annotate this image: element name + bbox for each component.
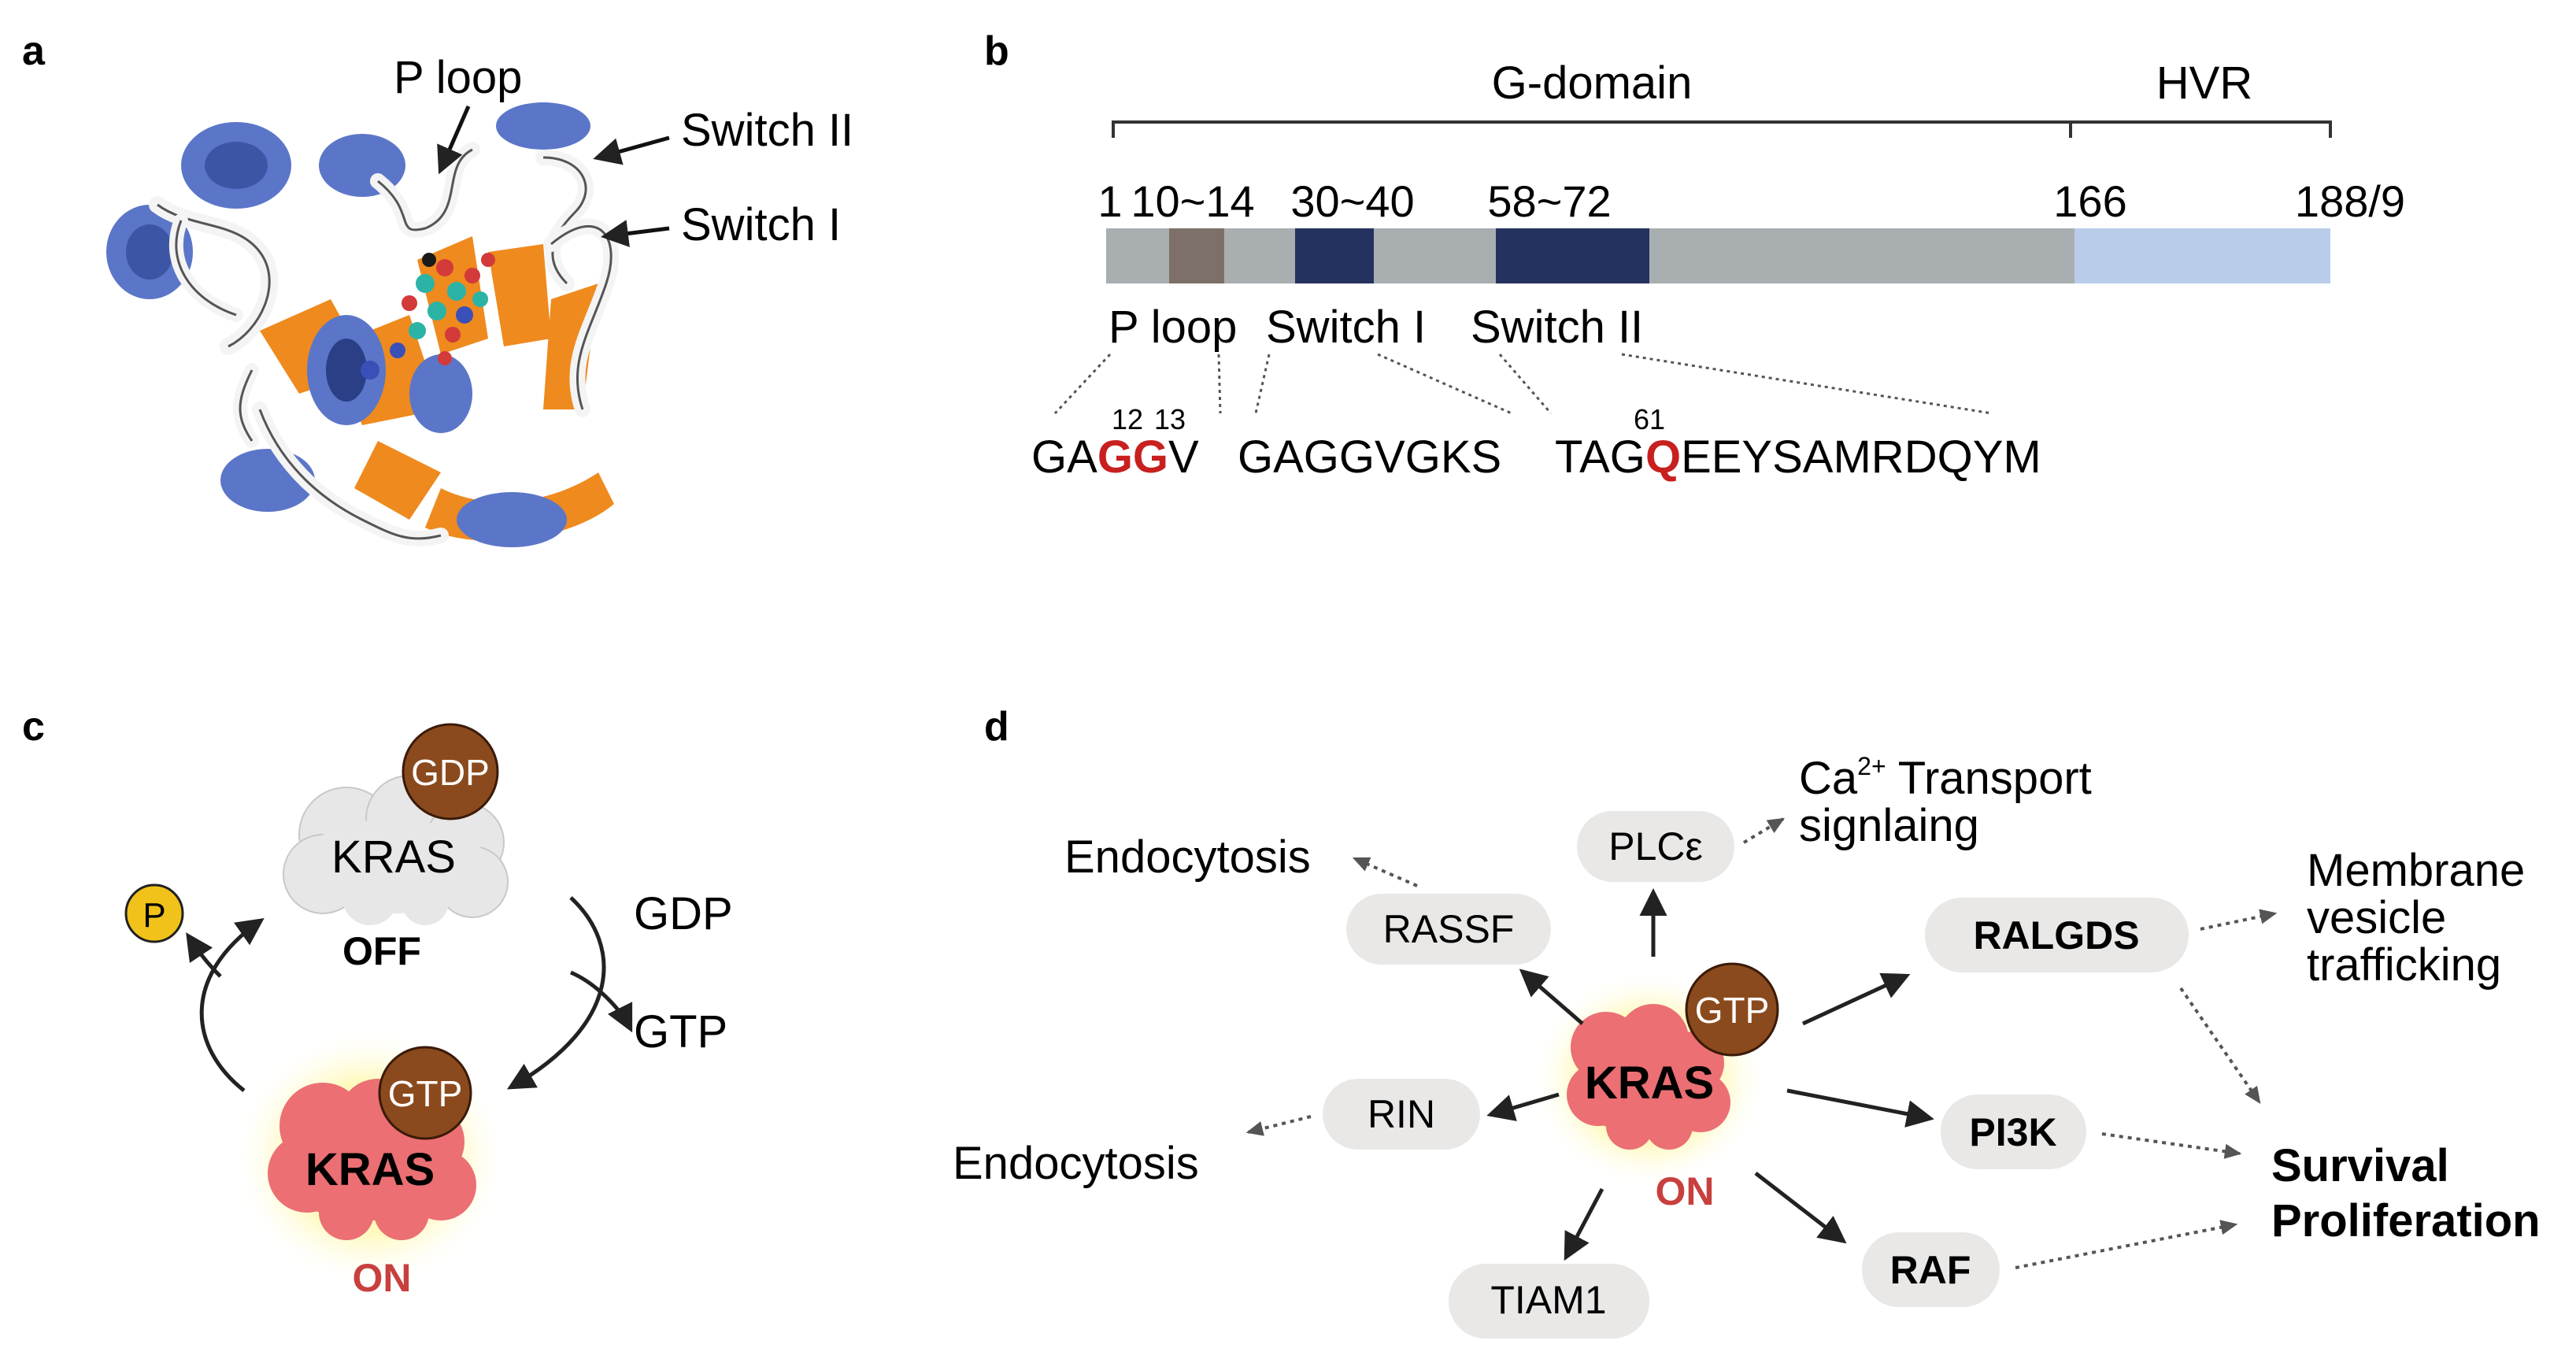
endocytosis-top: Endocytosis — [1064, 832, 1311, 883]
position-10-14: 10~14 — [1131, 176, 1254, 226]
pi3k-label: PI3K — [1969, 1110, 2056, 1154]
sequence-switch1: GAGGVGKS — [1238, 431, 1501, 483]
gtp-in-arrow — [570, 970, 633, 1033]
rin-label: RIN — [1368, 1092, 1435, 1136]
switch2-segment — [1496, 228, 1649, 283]
activation-arrow — [506, 896, 606, 1090]
panel-b: b G-domain HVR 1 10~14 30~40 58~72 166 1… — [984, 28, 2405, 483]
p-loop-segment — [1169, 228, 1224, 283]
sequence-p-loop: GAGGV — [1031, 431, 1199, 483]
position-166: 166 — [2053, 176, 2126, 226]
ca-transport-text: Ca2+ Transport — [1799, 752, 2092, 804]
residue-13: 13 — [1154, 403, 1186, 435]
outcome-arrows — [1245, 817, 2278, 1269]
rassf-label: RASSF — [1383, 907, 1515, 951]
gdp-out-text: GDP — [634, 888, 733, 939]
panel-a-label: a — [22, 28, 46, 74]
p-loop-region-label: P loop — [1108, 302, 1237, 353]
ligand-atoms — [361, 253, 495, 380]
switch2-annotation: Switch II — [681, 105, 853, 156]
kras-on-label: KRAS — [305, 1144, 435, 1195]
membrane-line-1: Membrane — [2307, 845, 2525, 896]
phosphate-label: P — [142, 896, 165, 935]
panel-a: a — [22, 28, 853, 547]
switch2-region-label: Switch II — [1471, 302, 1643, 353]
residue-12: 12 — [1112, 403, 1143, 435]
gtp-badge-text: GTP — [388, 1073, 463, 1114]
position-30-40: 30~40 — [1290, 176, 1414, 226]
raf-node — [1862, 1232, 2000, 1307]
panel-c-label: c — [22, 704, 45, 750]
hydrolysis-arrow — [199, 917, 265, 1092]
kras-on-cloud — [268, 1079, 476, 1240]
p-loop-annotation: P loop — [394, 52, 522, 103]
tiam1-node — [1449, 1264, 1649, 1339]
panel-d-label: d — [984, 704, 1009, 750]
gdp-badge-text: GDP — [411, 752, 490, 793]
raf-label: RAF — [1890, 1248, 1971, 1292]
position-1: 1 — [1097, 176, 1122, 226]
gtp-badge — [378, 1046, 472, 1140]
position-188-9: 188/9 — [2295, 176, 2405, 226]
gtp-in-text: GTP — [634, 1006, 727, 1057]
plce-node — [1577, 811, 1734, 882]
center-kras-label: KRAS — [1585, 1057, 1714, 1109]
switch1-region-label: Switch I — [1266, 302, 1426, 353]
hvr-bracket — [2071, 120, 2332, 138]
switch1-segment — [1295, 228, 1374, 283]
rassf-node — [1346, 894, 1551, 965]
hvr-bar — [2074, 228, 2330, 283]
phosphate-icon — [124, 883, 184, 943]
effector-arrows — [1486, 888, 1934, 1261]
tiam1-label: TIAM1 — [1490, 1278, 1606, 1322]
membrane-line-3: trafficking — [2307, 939, 2501, 991]
kras-off-cloud — [283, 775, 509, 925]
off-state-label: OFF — [342, 929, 421, 973]
phosphate-release-arrow — [186, 932, 222, 978]
panel-b-label: b — [984, 28, 1009, 74]
panel-d: d GTP KRAS ON PLCε RASSF RIN TIAM1 RALGD… — [953, 704, 2541, 1339]
center-gtp-text: GTP — [1695, 990, 1770, 1031]
signaling-text: signlaing — [1799, 800, 1979, 851]
switch1-annotation: Switch I — [681, 199, 841, 250]
panel-c: c GDP KRAS OFF GTP KR — [22, 704, 733, 1300]
endocytosis-bottom: Endocytosis — [953, 1138, 1199, 1189]
g-domain-label: G-domain — [1492, 57, 1693, 109]
center-gtp-badge — [1685, 962, 1779, 1057]
protein-structure-illustration — [106, 102, 620, 547]
membrane-line-2: vesicle — [2307, 892, 2446, 943]
g-domain-bracket — [1112, 120, 2072, 138]
kras-off-label: KRAS — [331, 832, 456, 883]
ralgds-node — [1925, 898, 2189, 972]
center-on-label: ON — [1656, 1169, 1715, 1213]
plce-label: PLCε — [1608, 824, 1703, 869]
on-state-label: ON — [353, 1256, 412, 1300]
proliferation-text: Proliferation — [2271, 1195, 2541, 1246]
sequence-switch2: TAGQEEYSAMRDQYM — [1555, 431, 2041, 483]
gdp-badge — [402, 723, 499, 820]
position-58-72: 58~72 — [1487, 176, 1611, 226]
ralgds-label: RALGDS — [1973, 913, 2139, 957]
pi3k-node — [1941, 1094, 2086, 1169]
hvr-label: HVR — [2156, 57, 2252, 109]
survival-text: Survival — [2271, 1140, 2449, 1191]
rin-node — [1323, 1079, 1480, 1150]
residue-61: 61 — [1634, 403, 1665, 435]
sequence-connectors — [1053, 353, 1993, 415]
